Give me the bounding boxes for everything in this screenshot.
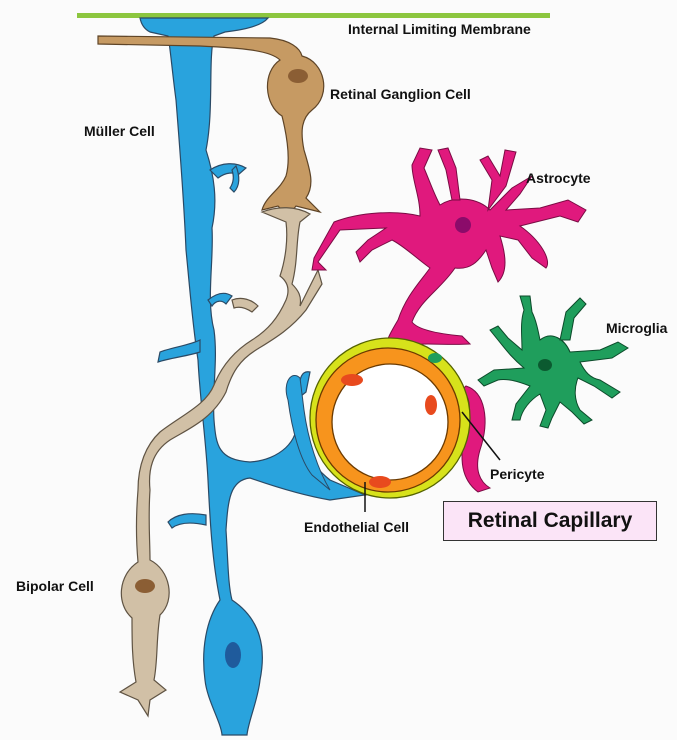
internal-limiting-membrane <box>77 13 550 18</box>
label-astrocyte: Astrocyte <box>526 170 591 186</box>
bipolar-nucleus <box>135 579 155 593</box>
pericyte-nucleus <box>428 353 442 363</box>
label-retinal-capillary: Retinal Capillary <box>444 502 656 540</box>
muller-nucleus <box>225 642 241 668</box>
label-retinal-ganglion-cell: Retinal Ganglion Cell <box>330 86 471 102</box>
astrocyte-nucleus <box>455 217 471 233</box>
endothelial-nucleus <box>341 374 363 386</box>
microglia <box>478 296 628 428</box>
label-bipolar-cell: Bipolar Cell <box>16 578 94 594</box>
label-endothelial-cell: Endothelial Cell <box>304 519 409 535</box>
retinal-capillary <box>286 338 470 498</box>
retinal-capillary-box: Retinal Capillary <box>443 501 657 541</box>
microglia-nucleus <box>538 359 552 371</box>
label-internal-limiting-membrane: Internal Limiting Membrane <box>348 21 531 37</box>
ganglion-nucleus <box>288 69 308 83</box>
endothelial-nucleus <box>425 395 437 415</box>
label-muller-cell: Müller Cell <box>84 123 155 139</box>
label-pericyte: Pericyte <box>490 466 544 482</box>
endothelial-nucleus <box>369 476 391 488</box>
label-microglia: Microglia <box>606 320 667 336</box>
